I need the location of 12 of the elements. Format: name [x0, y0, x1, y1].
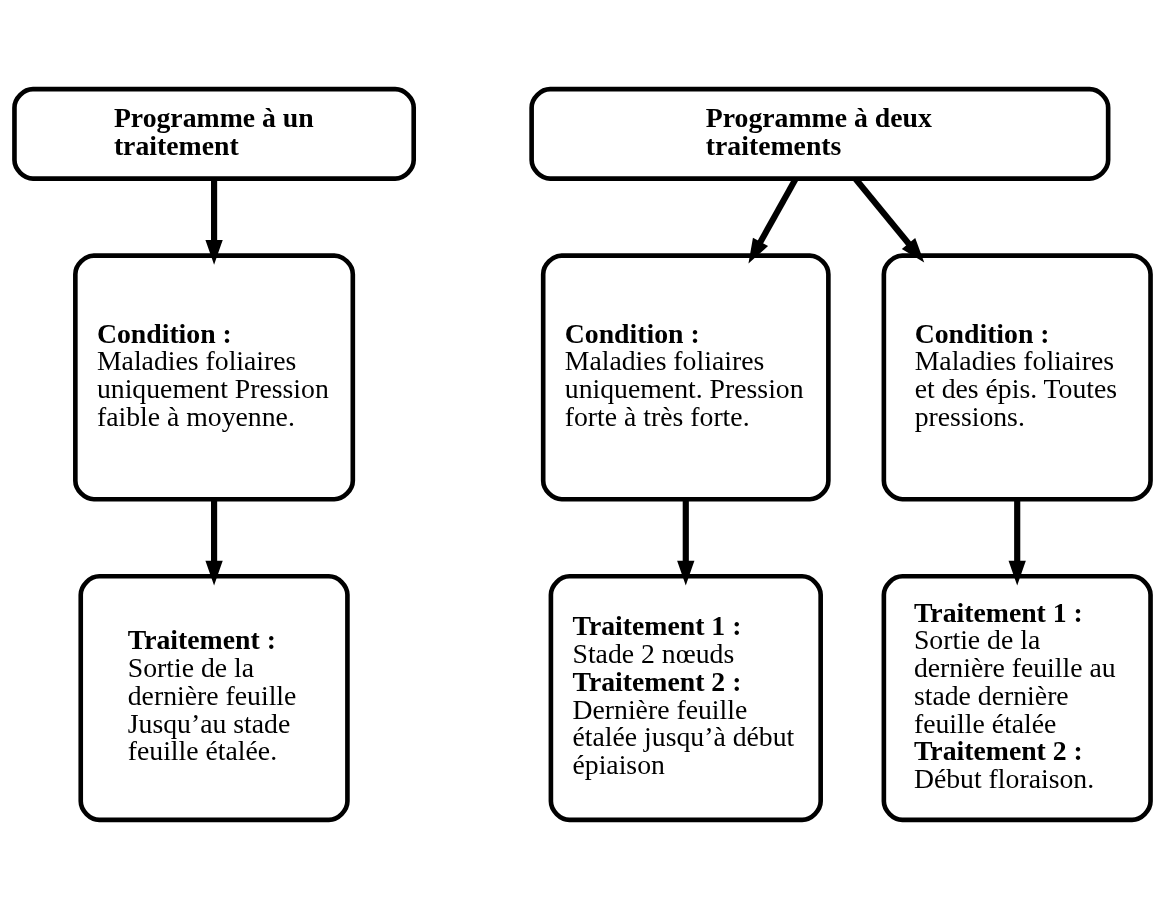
node-box: Programme à un traitement [12, 86, 416, 181]
node-box: Condition : Maladies foliaires et des épis. Toutes pressions. [881, 252, 1153, 501]
node-box: Traitement 1 : Sortie de la dernière feuille au stade dernière feuille étalée Traitement 2 : Début floraison. [881, 573, 1153, 822]
node-box: Traitement : Sortie de la dernière feuille Jusqu’au stade feuille étalée. [78, 573, 350, 822]
arrow [205, 498, 223, 585]
node-box: Condition : Maladies foliaires uniquement Pression faible à moyenne. [73, 252, 356, 501]
node-box: Programme à deux traitements [529, 86, 1111, 181]
node-box: Condition : Maladies foliaires uniquement. Pression forte à très forte. [540, 252, 831, 501]
arrow [677, 498, 695, 585]
arrow [1008, 498, 1026, 585]
node-box: Traitement 1 : Stade 2 nœuds Traitement 2 : Dernière feuille étalée jusqu’à début épiaison [548, 573, 823, 822]
arrow [205, 178, 223, 265]
